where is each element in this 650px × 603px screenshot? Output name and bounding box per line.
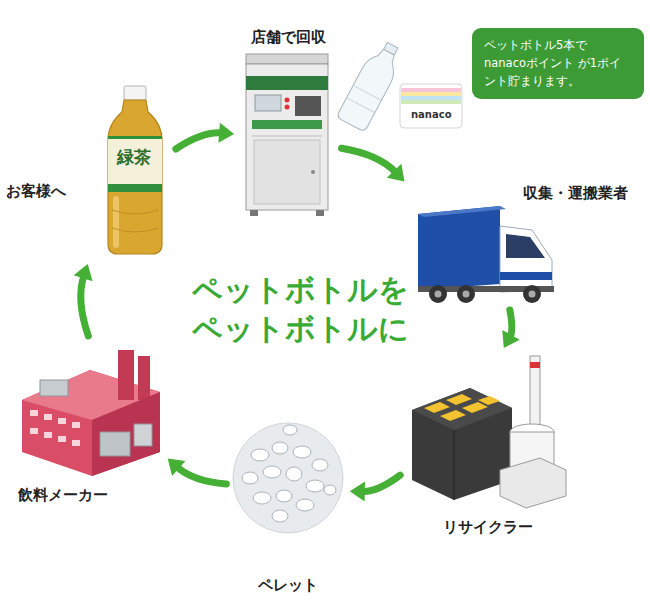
callout-text: ペットボトル5本で nanacoポイント が1ポイント貯まります。	[484, 37, 632, 90]
transport-company: 収集・運搬業者	[408, 180, 633, 306]
pellet-photo	[233, 423, 343, 533]
arrow-shaft	[510, 310, 512, 337]
beverage-maker: 飲料メーカー	[14, 340, 164, 508]
flow-arrow	[502, 310, 519, 348]
customer: お客様へ	[2, 84, 172, 260]
stage-label: ペレット	[258, 576, 318, 594]
truck	[418, 206, 554, 303]
flow-arrow	[176, 123, 234, 149]
pellet: ペレット	[230, 422, 346, 600]
collection-machine	[246, 54, 328, 216]
stage-label: 収集・運搬業者	[523, 184, 628, 202]
flow-arrow	[342, 148, 405, 181]
arrow-shaft	[81, 276, 89, 336]
stage-label: リサイクラー	[443, 518, 533, 536]
recycler: リサイクラー	[404, 352, 572, 542]
stage-label: お客様へ	[6, 182, 66, 200]
arrow-head	[350, 482, 365, 502]
flow-arrow	[350, 475, 400, 501]
bottle-label: 緑茶	[117, 146, 151, 169]
arrow-head	[502, 330, 519, 348]
arrow-head	[168, 458, 186, 475]
recycling-plant	[412, 356, 566, 508]
store-collection: 店舗で回収	[238, 22, 338, 218]
flow-arrow	[74, 264, 93, 336]
flow-arrow	[168, 458, 227, 484]
tea-bottle	[108, 86, 162, 254]
arrow-head	[74, 264, 93, 281]
beverage-factory	[22, 350, 160, 476]
arrow-shaft	[176, 133, 221, 149]
arrow-shaft	[363, 475, 400, 491]
arrow-head	[218, 123, 234, 143]
arrow-head	[387, 164, 405, 182]
empty-bottle	[336, 38, 407, 132]
stage-label: 飲料メーカー	[18, 486, 108, 504]
arrow-shaft	[342, 148, 396, 172]
center-slogan: ペットボトルを ペットボトルに	[183, 270, 417, 348]
nanaco-card	[400, 84, 462, 128]
card-logo: nanaco	[411, 109, 452, 120]
arrow-shaft	[177, 467, 226, 484]
stage-label: 店舗で回収	[251, 28, 326, 46]
point-callout: ペットボトル5本で nanacoポイント が1ポイント貯まります。	[472, 28, 644, 99]
